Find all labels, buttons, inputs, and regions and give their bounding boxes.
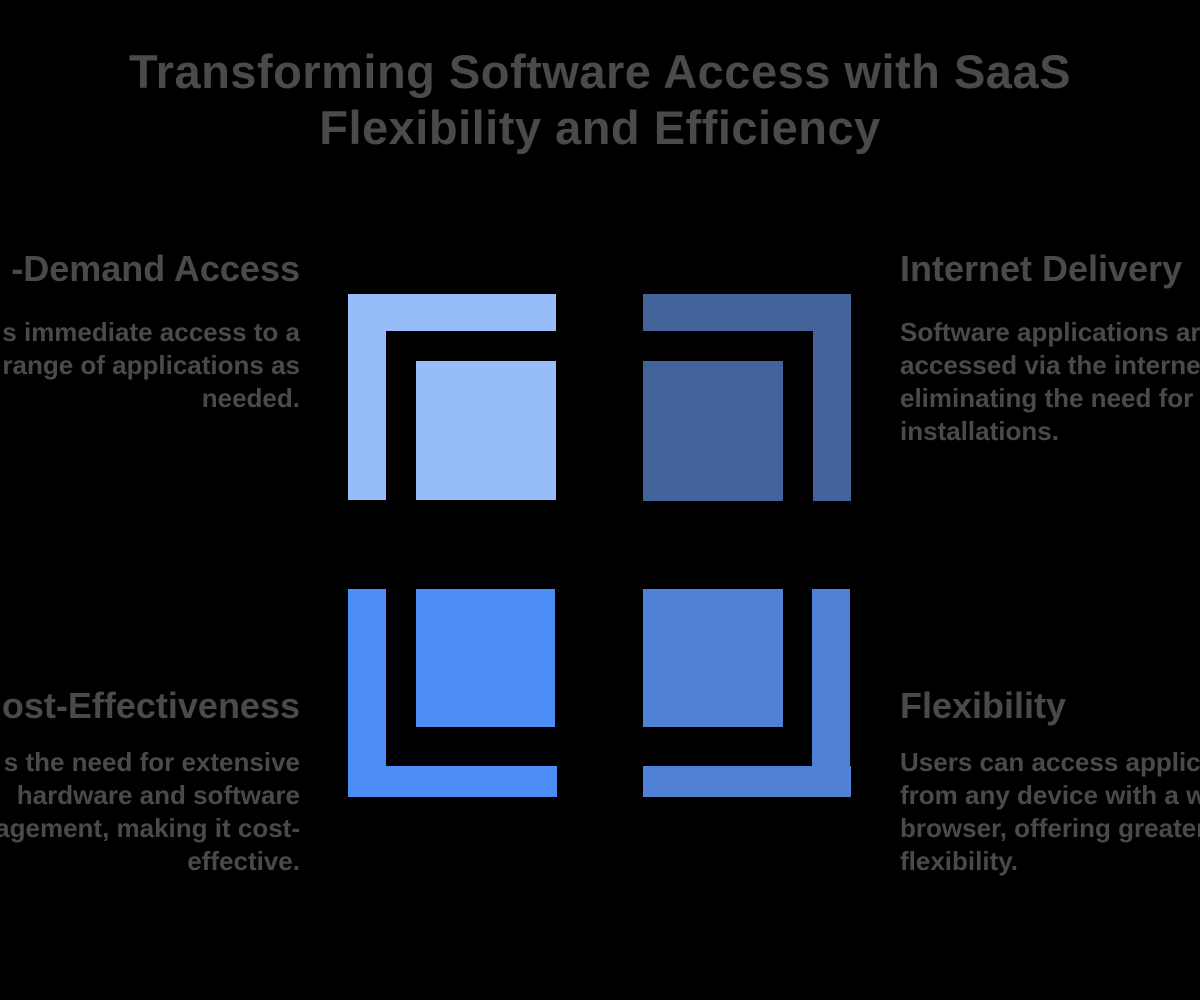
body-line: needed. xyxy=(201,383,300,413)
four-squares-grid-icon xyxy=(348,294,851,797)
top-right-square-icon xyxy=(643,361,783,501)
body-flexibility: Users can access applic from any device … xyxy=(900,746,1200,878)
body-line: browser, offering greater xyxy=(900,813,1200,843)
body-line: from any device with a w xyxy=(900,780,1200,810)
body-line: flexibility. xyxy=(900,846,1018,876)
body-line: range of applications as xyxy=(2,350,300,380)
bottom-right-square-icon xyxy=(643,589,783,727)
body-line: Users can access applic xyxy=(900,747,1200,777)
top-right-bracket-side-icon xyxy=(813,294,851,501)
bottom-left-bracket-bottom-icon xyxy=(348,766,557,797)
body-line: Software applications ar xyxy=(900,317,1200,347)
body-line: installations. xyxy=(900,416,1059,446)
body-line: s the need for extensive xyxy=(3,747,300,777)
body-line: accessed via the interne xyxy=(900,350,1200,380)
bottom-left-square-icon xyxy=(416,589,555,727)
bottom-left-bracket-side-icon xyxy=(348,589,386,797)
bottom-right-bracket-side-icon xyxy=(812,589,850,797)
heading-cost-effectiveness: ost-Effectiveness xyxy=(1,685,300,726)
top-left-bracket-side-icon xyxy=(348,294,386,500)
heading-flexibility: Flexibility xyxy=(900,685,1067,726)
bottom-right-bracket-bottom-icon xyxy=(643,766,851,797)
page-title-line-1: Transforming Software Access with SaaS xyxy=(129,45,1071,98)
body-line: s immediate access to a xyxy=(2,317,300,347)
top-left-square-icon xyxy=(416,361,556,500)
body-line: agement, making it cost- xyxy=(0,813,300,843)
page-title-line-2: Flexibility and Efficiency xyxy=(319,101,881,154)
page-title: Transforming Software Access with SaaS F… xyxy=(0,44,1200,156)
body-line: hardware and software xyxy=(16,780,300,810)
body-internet-delivery: Software applications ar accessed via th… xyxy=(900,316,1200,448)
heading-on-demand-access: -Demand Access xyxy=(11,248,300,289)
heading-internet-delivery: Internet Delivery xyxy=(900,248,1183,289)
body-line: eliminating the need for xyxy=(900,383,1194,413)
body-line: effective. xyxy=(187,846,300,876)
body-on-demand-access: s immediate access to a range of applica… xyxy=(2,316,300,415)
body-cost-effectiveness: s the need for extensive hardware and so… xyxy=(0,746,300,878)
